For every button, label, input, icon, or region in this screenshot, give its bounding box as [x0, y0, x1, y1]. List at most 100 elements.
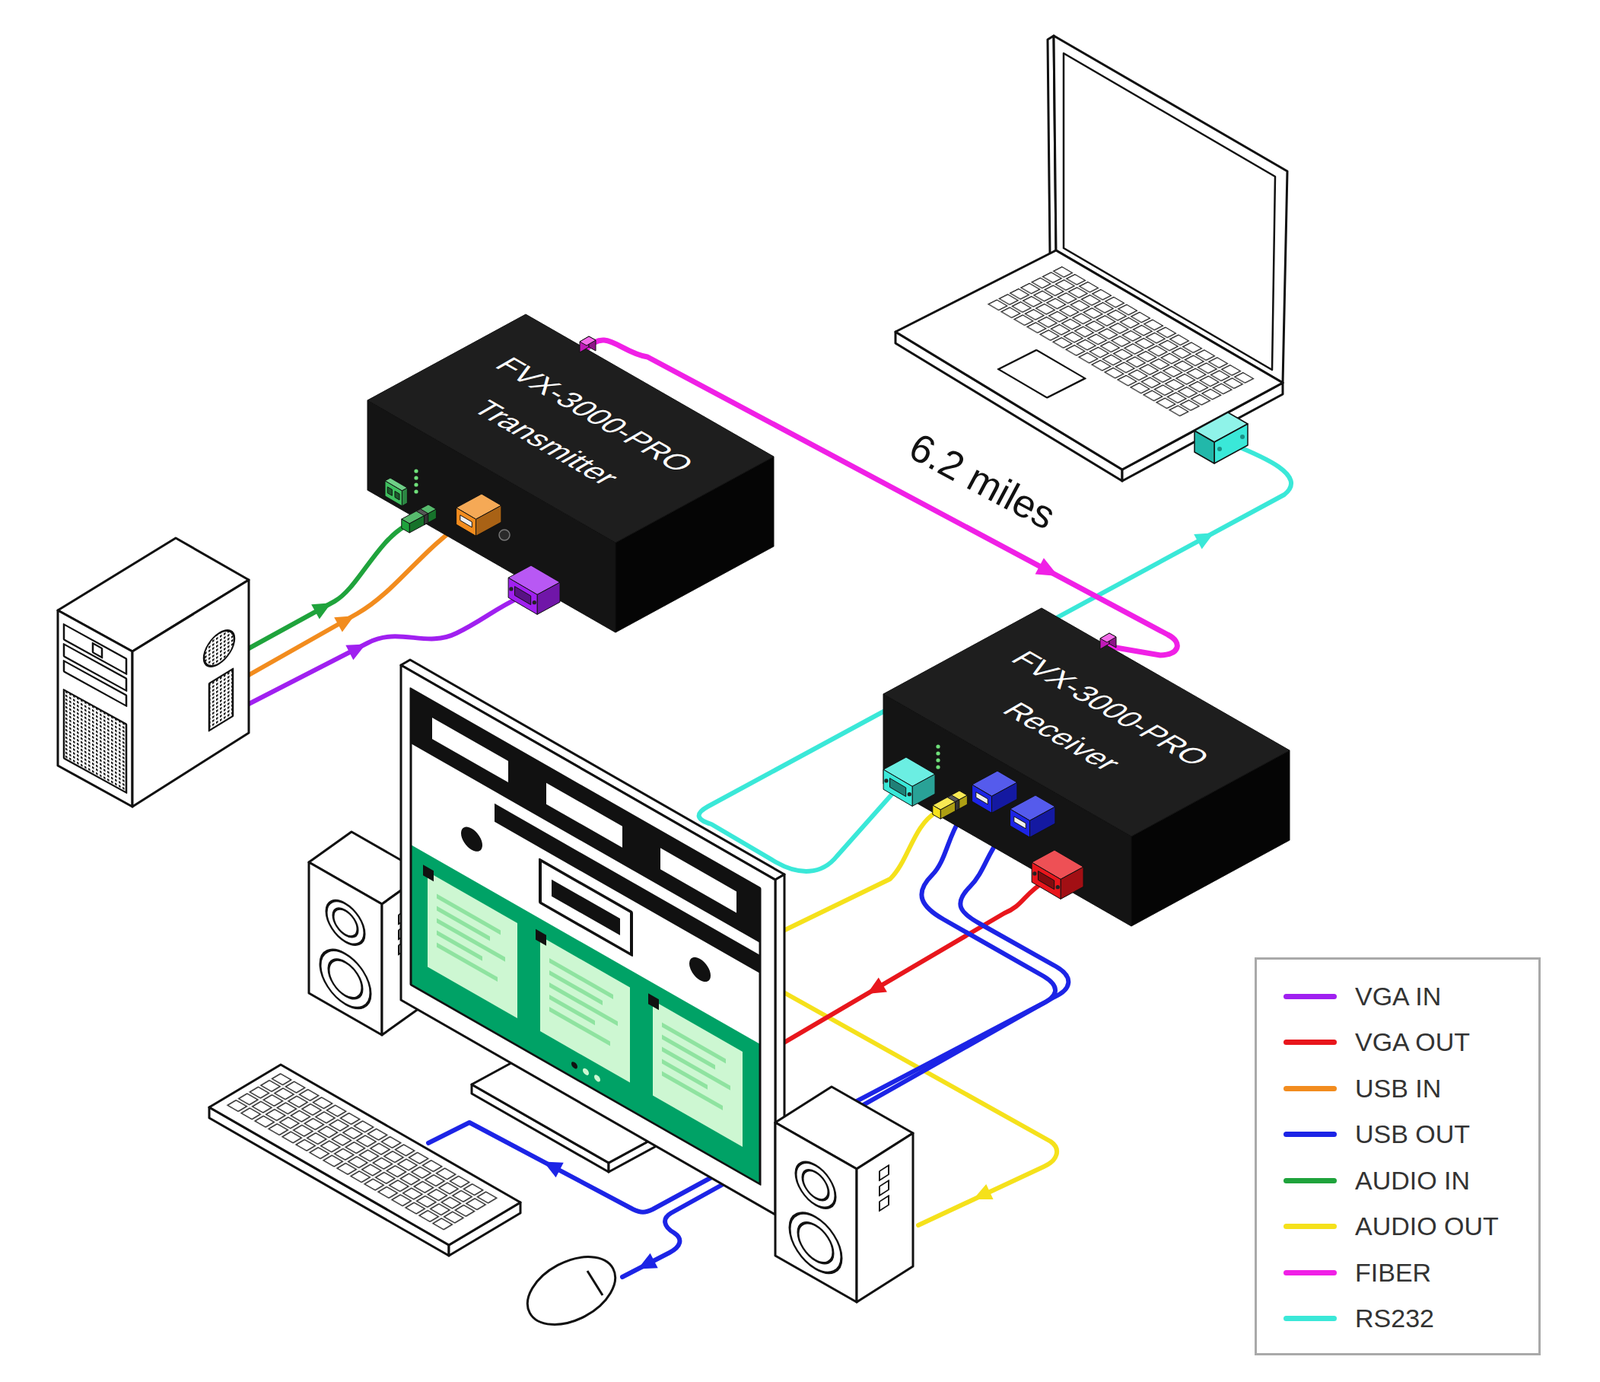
tower-side: [132, 579, 249, 807]
mouse-body: [515, 1242, 627, 1338]
screen-page-dot: [594, 1073, 601, 1084]
arrowhead: [333, 608, 359, 633]
vga-shell: [1038, 871, 1055, 890]
status-led: [413, 482, 418, 487]
legend-label: AUDIO OUT: [1355, 1211, 1499, 1241]
screen-button-fill: [551, 879, 621, 936]
plug-screw: [532, 600, 537, 605]
keyboard: [209, 1064, 521, 1256]
plug-end: [883, 769, 913, 806]
status-led: [413, 489, 418, 494]
terminal-screw: [394, 490, 400, 500]
device-box: FVX-3000-PROReceiver: [883, 607, 1290, 929]
plug-side: [940, 795, 967, 819]
plug-end: [972, 784, 993, 813]
pc-tower: [57, 537, 249, 807]
plug-end: [384, 480, 402, 506]
speaker-front: [308, 862, 382, 1035]
plug-screw: [907, 792, 912, 796]
front-grill: [63, 689, 127, 793]
tweeter: [795, 1153, 836, 1216]
legend-swatch: [1283, 1269, 1337, 1276]
legend-row: RS232: [1256, 1295, 1539, 1343]
edge-label-group: 6.2 miles: [897, 422, 1066, 541]
status-led: [413, 475, 418, 480]
status-led: [935, 757, 940, 762]
usb-contact: [1014, 816, 1027, 829]
legend-label: RS232: [1355, 1303, 1435, 1333]
vent: [209, 668, 233, 731]
legend-label: VGA OUT: [1355, 1027, 1470, 1057]
screen-menu: [660, 847, 737, 913]
tower-side-details: [203, 623, 235, 735]
device-box: FVX-3000-PROTransmitter: [367, 314, 774, 636]
plug-side: [912, 773, 936, 806]
jack-ring: [955, 799, 960, 812]
keyboard-keys: [224, 1071, 500, 1232]
screen-card: [652, 1000, 743, 1147]
laptop: [895, 35, 1288, 481]
tower-front: [57, 610, 133, 807]
monitor-bezel: [400, 664, 776, 1215]
vga-shell: [890, 778, 907, 797]
legend-swatch: [1283, 1315, 1337, 1321]
woofer-inner: [798, 1215, 834, 1270]
legend-row: USB OUT: [1256, 1111, 1539, 1158]
woofer: [789, 1202, 842, 1284]
legend-swatch: [1283, 993, 1337, 999]
mouse: [515, 1242, 627, 1338]
button: [499, 529, 510, 541]
card-line: [549, 1006, 611, 1047]
status-led: [413, 468, 418, 473]
speaker-button: [879, 1195, 889, 1211]
screen-card: [540, 935, 630, 1082]
legend-swatch: [1283, 1085, 1337, 1092]
legend-label: AUDIO IN: [1355, 1165, 1470, 1196]
screen-dot: [461, 822, 483, 856]
key-grid: [986, 265, 1257, 418]
arrowhead: [311, 595, 336, 620]
screen-menu: [432, 717, 509, 783]
vga-in-cable: [248, 595, 523, 704]
legend-swatch: [1283, 1223, 1337, 1229]
plug-screw: [1056, 884, 1060, 889]
plug-end: [456, 507, 477, 536]
rs232-plug-side: [1194, 430, 1215, 464]
tweeter: [326, 892, 365, 953]
card-line: [661, 1070, 723, 1111]
drive-button: [92, 642, 102, 658]
plug-side: [1030, 806, 1056, 837]
plug-side: [1060, 866, 1084, 899]
plug-end: [1010, 808, 1031, 837]
plug-screw: [1032, 871, 1037, 875]
legend-label: USB OUT: [1355, 1119, 1470, 1149]
speaker-front: [775, 1122, 857, 1302]
screen-frame: [410, 688, 761, 1184]
card-line: [436, 917, 506, 961]
distance-label: 6.2 miles: [897, 422, 1066, 541]
plug-screw: [884, 778, 888, 783]
screen-page-dot: [582, 1066, 589, 1077]
fiber-port-top: [1100, 633, 1117, 643]
plug-side: [476, 505, 502, 536]
rs232-plug-end: [1214, 423, 1248, 464]
screen-card-tag: [423, 864, 434, 882]
screen-card-lines: [436, 893, 731, 1114]
fiber-port-top: [579, 336, 596, 346]
arrowhead: [345, 636, 369, 660]
status-led: [935, 764, 940, 769]
tweeter-inner: [333, 903, 358, 942]
speaker-cones: [789, 1150, 842, 1284]
card-line: [549, 982, 618, 1026]
trackpad: [998, 349, 1085, 398]
legend-label: USB IN: [1355, 1073, 1441, 1104]
fan-grill: [203, 623, 235, 674]
usb-contact: [460, 515, 473, 528]
legend-swatch: [1283, 1131, 1337, 1137]
monitor-screen: [410, 688, 761, 1184]
speaker-button: [879, 1180, 889, 1196]
jack-ring: [424, 513, 429, 525]
keyboard-top: [209, 1064, 521, 1245]
usb-in-cable: [248, 521, 466, 675]
